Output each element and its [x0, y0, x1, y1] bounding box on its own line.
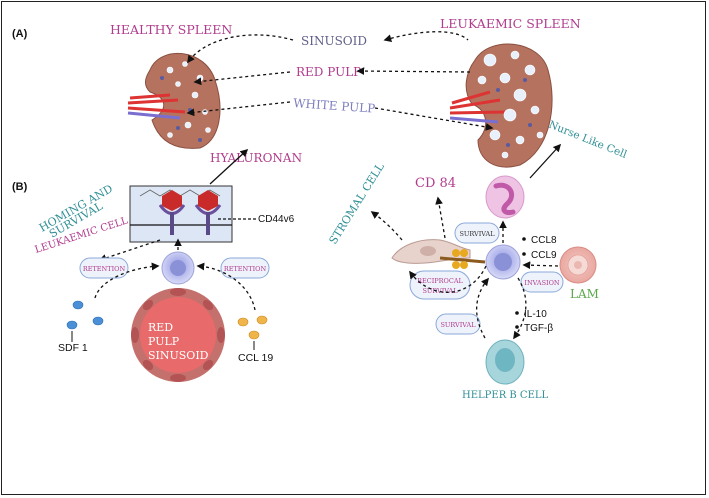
sdf1-label: SDF 1 — [58, 342, 88, 354]
ccl19-label: CCL 19 — [238, 352, 273, 364]
survival-bubble-bottom: SURVIVAL — [435, 313, 481, 335]
svg-text:SURVIVAL: SURVIVAL — [422, 287, 458, 295]
cd44v6-label: CD44v6 — [258, 214, 295, 225]
tgfb-bullet — [515, 325, 519, 329]
ccl9-label: CCL9 — [531, 250, 557, 261]
cd84-connector — [439, 249, 486, 269]
reciprocal-survival-bubble: RECIPROCAL SURVIVAL — [409, 270, 471, 300]
healthy-spleen-title: HEALTHY SPLEEN — [110, 22, 232, 37]
il10-label: IL-10 — [524, 309, 547, 320]
nurse-like-cell-label: Nurse Like Cell — [547, 119, 629, 162]
hyaluronan-label: HYALURONAN — [210, 151, 302, 165]
cd84-label: CD 84 — [415, 176, 456, 191]
nurse-like-arrow — [529, 143, 562, 179]
il10-bullet — [515, 311, 519, 315]
ccl8-label: CCL8 — [531, 235, 557, 246]
panel-b-label: (B) — [12, 181, 28, 193]
lam-cell — [559, 246, 597, 284]
svg-text:SURVIVAL: SURVIVAL — [440, 321, 476, 329]
leukaemic-spleen-illustration — [449, 43, 553, 168]
survival-bubble-top: SURVIVAL — [454, 222, 500, 244]
sdf1-arrow — [94, 262, 160, 299]
svg-text:RETENTION: RETENTION — [224, 265, 267, 273]
red-pulp-sinusoid: RED PULP SINUSOID — [131, 288, 225, 382]
homing-arrow — [98, 239, 161, 262]
helper-b-cell-label: HELPER B CELL — [462, 390, 549, 401]
ccl19-arrow — [196, 262, 256, 311]
stromal-arrow — [370, 211, 403, 241]
ccl8-bullet — [522, 237, 526, 241]
panel-c-arrows — [409, 265, 527, 340]
leukaemic-cell-b-nucleus — [170, 260, 186, 276]
svg-text:SINUSOID: SINUSOID — [148, 349, 209, 362]
sinusoid-label: SINUSOID — [301, 34, 367, 48]
helper-b-cell — [485, 339, 525, 385]
leukaemic-cell-c-nucleus — [494, 253, 512, 271]
hyaluronan-arrow — [209, 148, 249, 185]
svg-text:INVASION: INVASION — [524, 279, 560, 287]
white-pulp-label: WHITE PULP — [293, 96, 376, 116]
svg-text:RED: RED — [148, 321, 173, 334]
tgfb-label: TGF-β — [524, 323, 553, 334]
cd84-arrow — [435, 196, 446, 239]
svg-text:RECIPROCAL: RECIPROCAL — [417, 277, 463, 285]
lam-arrow — [522, 261, 559, 270]
panel-a-arrows — [186, 31, 494, 131]
cd44-box — [129, 185, 233, 243]
svg-text:SURVIVAL: SURVIVAL — [459, 230, 495, 238]
ccl19-dots — [237, 315, 268, 340]
lam-label: LAM — [570, 287, 599, 301]
retention-bubble-left: RETENTION — [79, 257, 129, 279]
stromal-cell — [391, 239, 471, 264]
nurse-like-cell — [485, 175, 525, 219]
healthy-spleen-illustration — [127, 52, 221, 149]
stromal-cell-label: STROMAL CELL — [327, 160, 388, 247]
ccl9-bullet — [522, 252, 526, 256]
leukaemic-spleen-title: LEUKAEMIC SPLEEN — [440, 16, 581, 31]
panel-a-label: (A) — [12, 28, 28, 40]
svg-text:RETENTION: RETENTION — [83, 265, 126, 273]
red-pulp-label: RED PULP — [296, 65, 361, 79]
invasion-bubble: INVASION — [520, 271, 564, 293]
retention-bubble-right: RETENTION — [220, 257, 270, 279]
sdf1-dots — [66, 300, 104, 330]
svg-text:PULP: PULP — [148, 335, 180, 348]
